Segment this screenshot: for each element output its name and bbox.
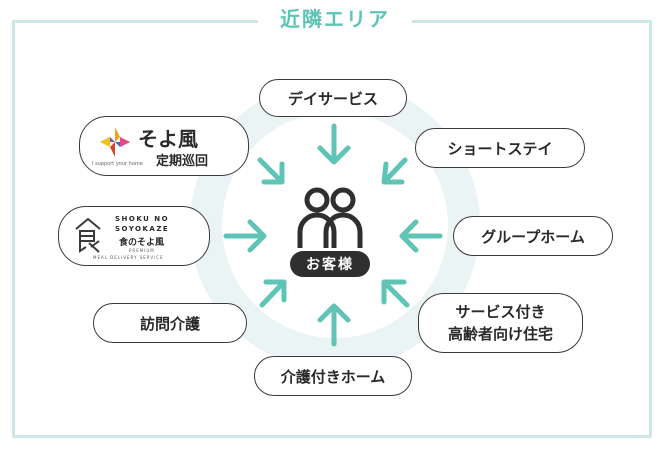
arrow-top-right — [381, 157, 408, 185]
area-title: 近隣エリア — [258, 4, 412, 34]
soyokaze-sub: 定期巡回 — [156, 154, 209, 169]
soyokaze-name: そよ風 — [138, 127, 198, 151]
logo-shoku-no-soyokaze: SHOKU NO SOYOKAZE 食のそよ風 PREMIUM MEAL DEL… — [58, 206, 210, 266]
service-group-home: グループホーム — [453, 216, 613, 256]
title-bar: 近隣エリア — [0, 4, 670, 36]
shoku-line4: MEAL DELIVERY SERVICE — [93, 255, 164, 260]
serviced-housing-line1: サービス付き — [455, 303, 546, 321]
care-home-label: 介護付きホーム — [280, 367, 386, 386]
people-icon — [297, 187, 363, 248]
arrow-right — [399, 219, 443, 253]
arrow-top — [317, 123, 351, 165]
soyokaze-tagline: I support your home — [92, 161, 143, 167]
service-serviced-housing: サービス付き 高齢者向け住宅 — [418, 293, 583, 353]
arrow-bottom-left — [259, 279, 287, 308]
arrow-left — [223, 219, 267, 253]
day-service-label: デイサービス — [287, 89, 378, 108]
service-day-service: デイサービス — [259, 79, 407, 117]
shoku-jp: 食のそよ風 — [119, 238, 165, 248]
soyokaze-mark-icon — [100, 127, 130, 157]
short-stay-label: ショートステイ — [447, 139, 553, 158]
arrow-top-left — [257, 157, 285, 185]
shoku-line2: SOYOKAZE — [115, 225, 170, 233]
customer-label: お客様 — [290, 251, 370, 277]
service-short-stay: ショートステイ — [415, 128, 585, 168]
serviced-housing-line2: 高齢者向け住宅 — [447, 325, 553, 343]
group-home-label: グループホーム — [481, 227, 585, 246]
arrow-bottom-right — [381, 279, 410, 308]
shoku-line3: PREMIUM — [129, 248, 155, 253]
logo-soyokaze: I support your home そよ風 定期巡回 — [79, 116, 249, 176]
service-home-visit-care: 訪問介護 — [93, 303, 247, 343]
arrow-bottom — [317, 303, 351, 347]
home-visit-care-label: 訪問介護 — [139, 314, 200, 333]
shoku-line1: SHOKU NO — [115, 215, 170, 223]
service-care-home: 介護付きホーム — [254, 356, 412, 396]
shoku-kanji-icon — [75, 217, 101, 253]
